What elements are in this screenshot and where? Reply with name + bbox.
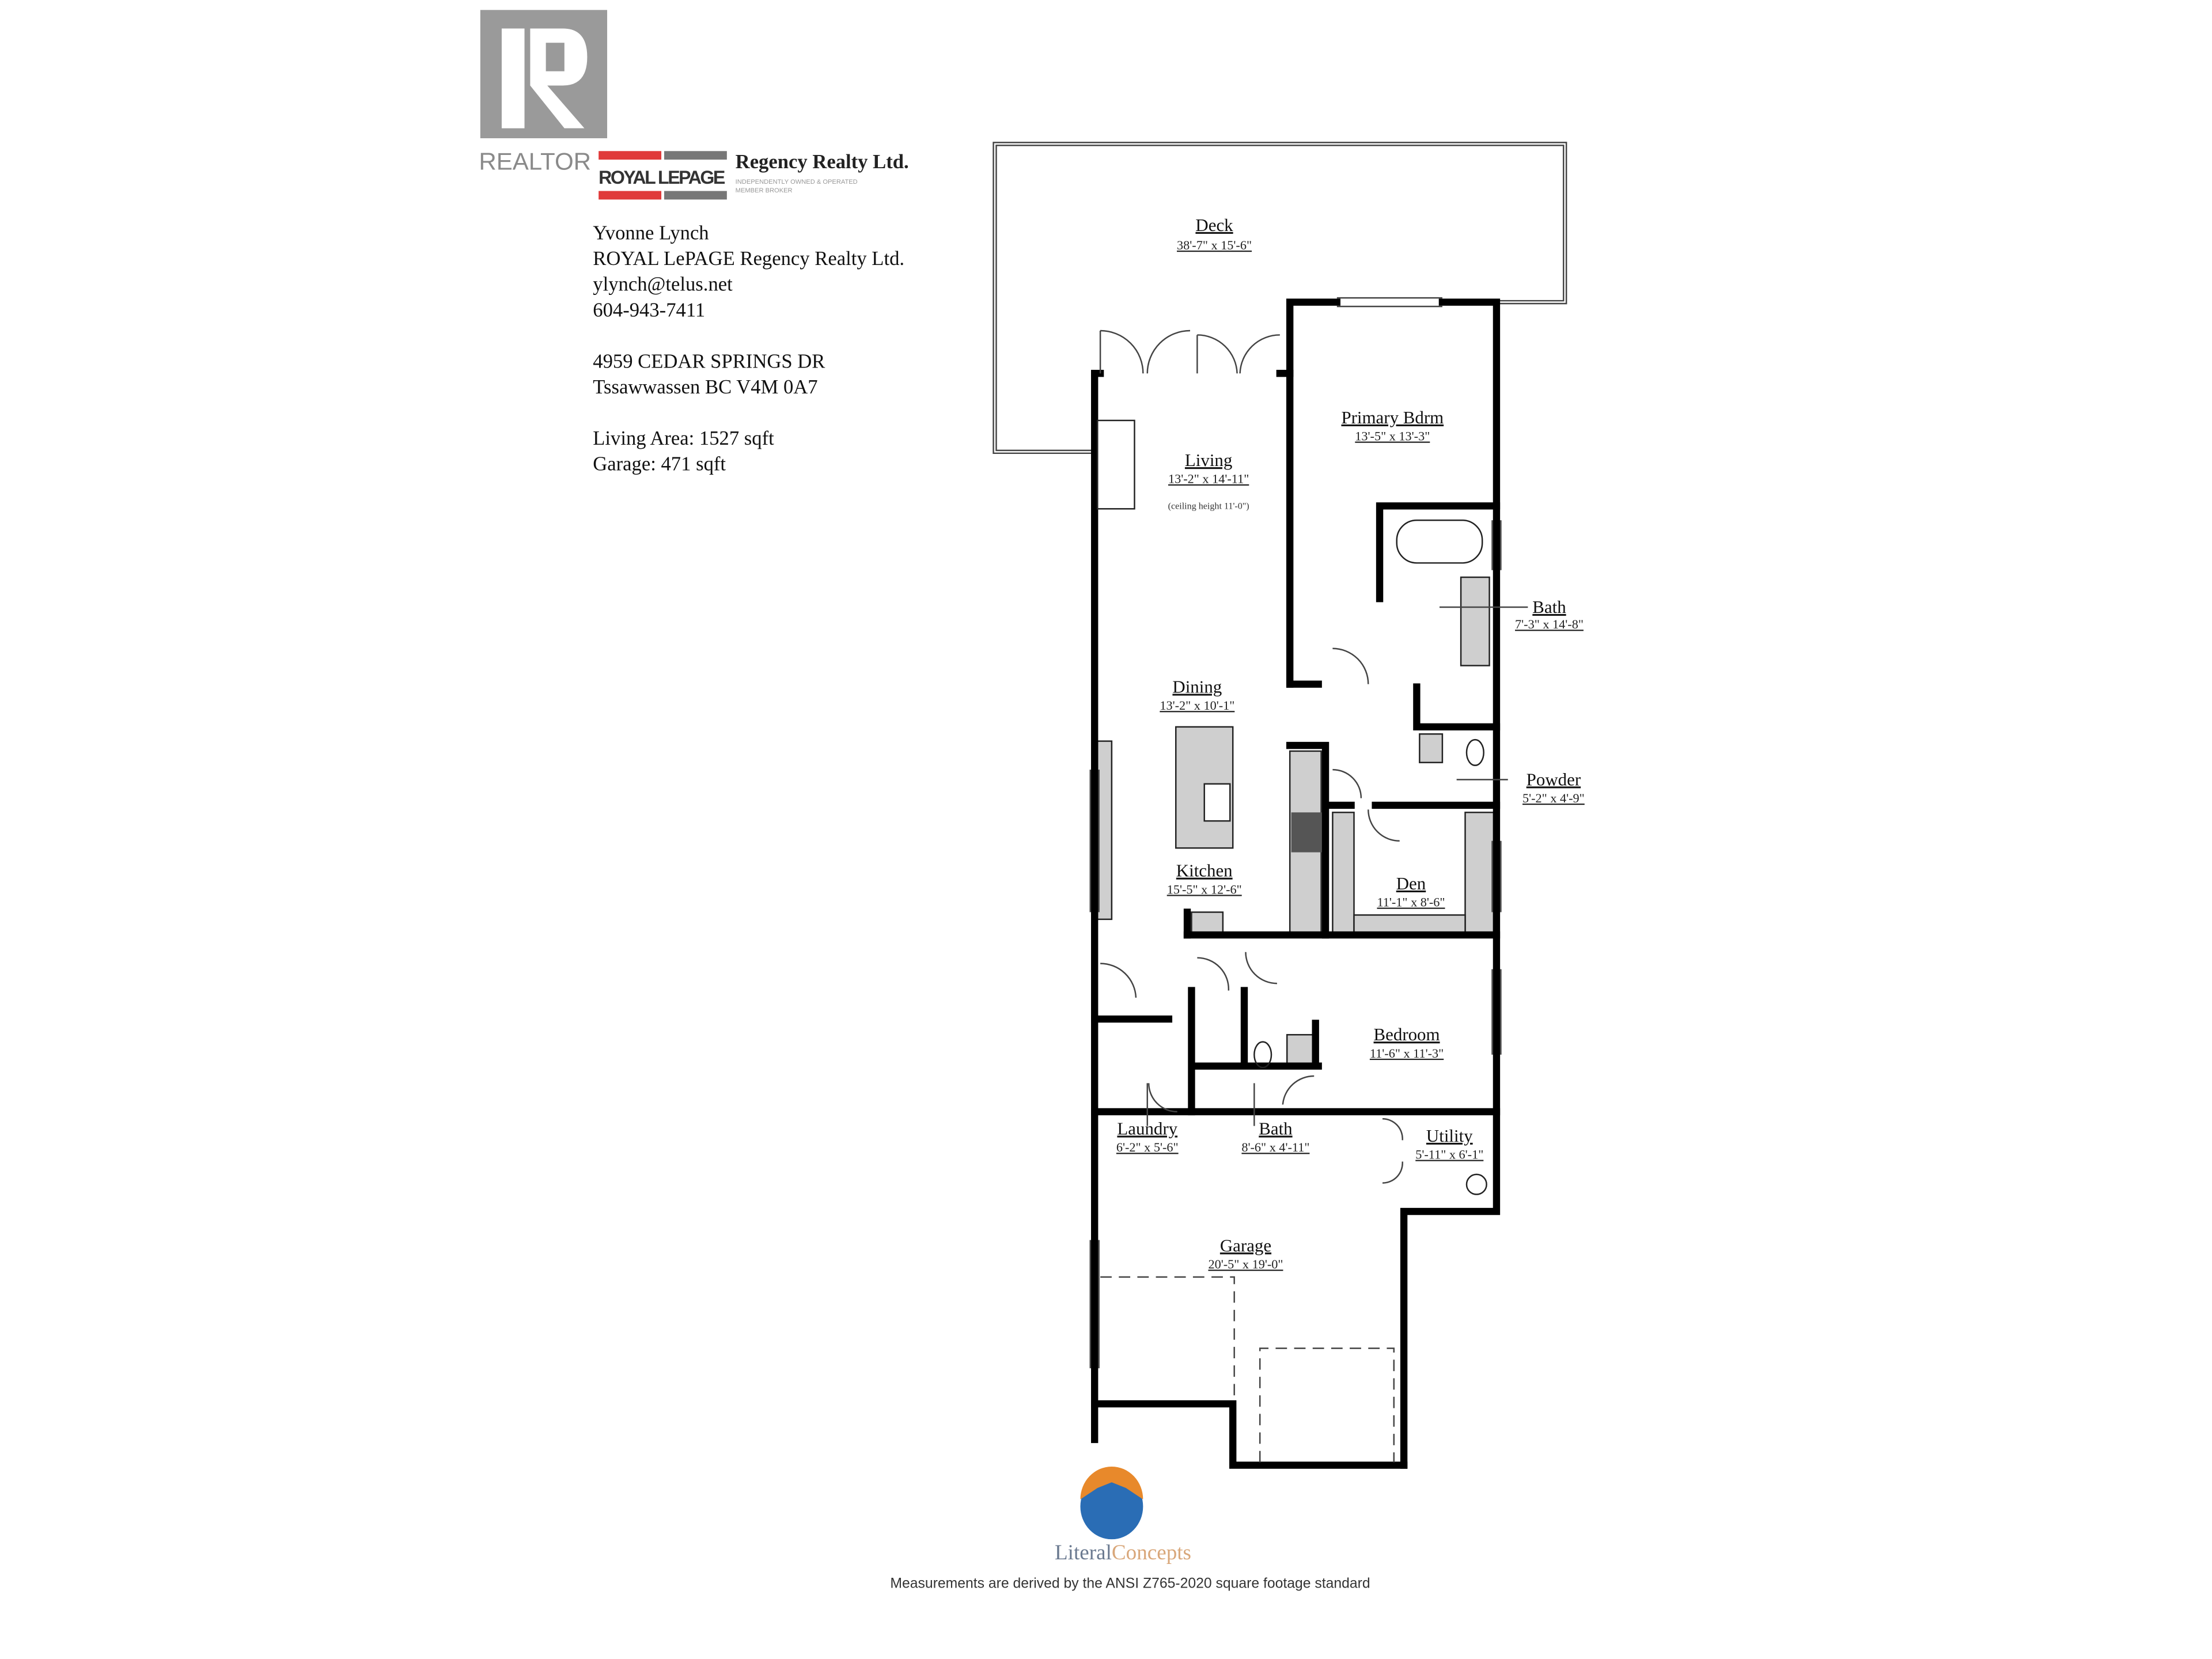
measurement-disclaimer: Measurements are derived by the ANSI Z76… bbox=[890, 1575, 1370, 1591]
svg-text:MEMBER BROKER: MEMBER BROKER bbox=[736, 187, 793, 194]
agent-phone: 604-943-7411 bbox=[593, 299, 705, 321]
room-name-utility: Utility bbox=[1426, 1126, 1473, 1146]
room-name-ensuite: Bath bbox=[1532, 597, 1566, 617]
garage-area: Garage: 471 sqft bbox=[593, 453, 726, 475]
svg-text:ROYAL LEPAGE: ROYAL LEPAGE bbox=[599, 167, 725, 188]
room-dims-kitchen: 15'-5" x 12'-6" bbox=[1167, 882, 1242, 896]
room-dims-garage: 20'-5" x 19'-0" bbox=[1208, 1257, 1283, 1271]
royal-lepage-logo: ROYAL LEPAGE Regency Realty Ltd. INDEPEN… bbox=[599, 151, 909, 200]
room-name-powder: Powder bbox=[1527, 769, 1581, 789]
agent-brokerage: ROYAL LePAGE Regency Realty Ltd. bbox=[593, 248, 904, 270]
address-line1: 4959 CEDAR SPRINGS DR bbox=[593, 350, 825, 372]
room-name-bedroom: Bedroom bbox=[1374, 1024, 1440, 1044]
room-dims-primary: 13'-5" x 13'-3" bbox=[1355, 429, 1430, 444]
realtor-logo: REALTOR bbox=[479, 10, 608, 175]
room-dims-den: 11'-1" x 8'-6" bbox=[1377, 895, 1445, 910]
room-name-dining: Dining bbox=[1172, 676, 1222, 696]
svg-text:Literal: Literal bbox=[1055, 1541, 1112, 1565]
living-ceiling-note: (ceiling height 11'-0") bbox=[1168, 501, 1249, 511]
room-name-laundry: Laundry bbox=[1117, 1118, 1177, 1138]
room-dims-bedroom: 11'-6" x 11'-3" bbox=[1370, 1046, 1444, 1060]
address-line2: Tssawwassen BC V4M 0A7 bbox=[593, 376, 817, 398]
room-name-den: Den bbox=[1396, 873, 1426, 893]
agent-email: ylynch@telus.net bbox=[593, 274, 733, 296]
plan-walls bbox=[993, 142, 1567, 1469]
room-name-kitchen: Kitchen bbox=[1176, 861, 1233, 881]
room-name-living: Living bbox=[1185, 450, 1232, 470]
room-dims-utility: 5'-11" x 6'-1" bbox=[1415, 1147, 1483, 1162]
agent-name: Yvonne Lynch bbox=[593, 222, 709, 244]
brokerage-name: Regency Realty Ltd. bbox=[736, 151, 909, 173]
agent-info: Yvonne Lynch ROYAL LePAGE Regency Realty… bbox=[593, 222, 904, 475]
room-labels: Deck 38'-7" x 15'-6" Primary Bdrm 13'-5"… bbox=[1116, 215, 1585, 1271]
literal-concepts-logo: Literal Concepts bbox=[1055, 1466, 1191, 1565]
room-name-primary: Primary Bdrm bbox=[1341, 407, 1444, 427]
room-dims-bath2: 8'-6" x 4'-11" bbox=[1241, 1140, 1309, 1154]
realtor-wordmark: REALTOR bbox=[479, 147, 591, 175]
svg-text:Concepts: Concepts bbox=[1112, 1541, 1191, 1565]
room-name-garage: Garage bbox=[1220, 1235, 1271, 1255]
room-dims-dining: 13'-2" x 10'-1" bbox=[1160, 698, 1234, 713]
room-dims-living: 13'-2" x 14'-11" bbox=[1168, 472, 1249, 486]
room-dims-ensuite: 7'-3" x 14'-8" bbox=[1515, 617, 1584, 631]
room-dims-deck: 38'-7" x 15'-6" bbox=[1177, 238, 1252, 252]
room-dims-laundry: 6'-2" x 5'-6" bbox=[1116, 1140, 1179, 1154]
room-dims-powder: 5'-2" x 4'-9" bbox=[1522, 791, 1585, 805]
room-name-bath2: Bath bbox=[1259, 1118, 1293, 1138]
living-area: Living Area: 1527 sqft bbox=[593, 427, 774, 449]
room-name-deck: Deck bbox=[1195, 215, 1233, 235]
svg-text:INDEPENDENTLY OWNED & OPERATED: INDEPENDENTLY OWNED & OPERATED bbox=[736, 179, 858, 185]
